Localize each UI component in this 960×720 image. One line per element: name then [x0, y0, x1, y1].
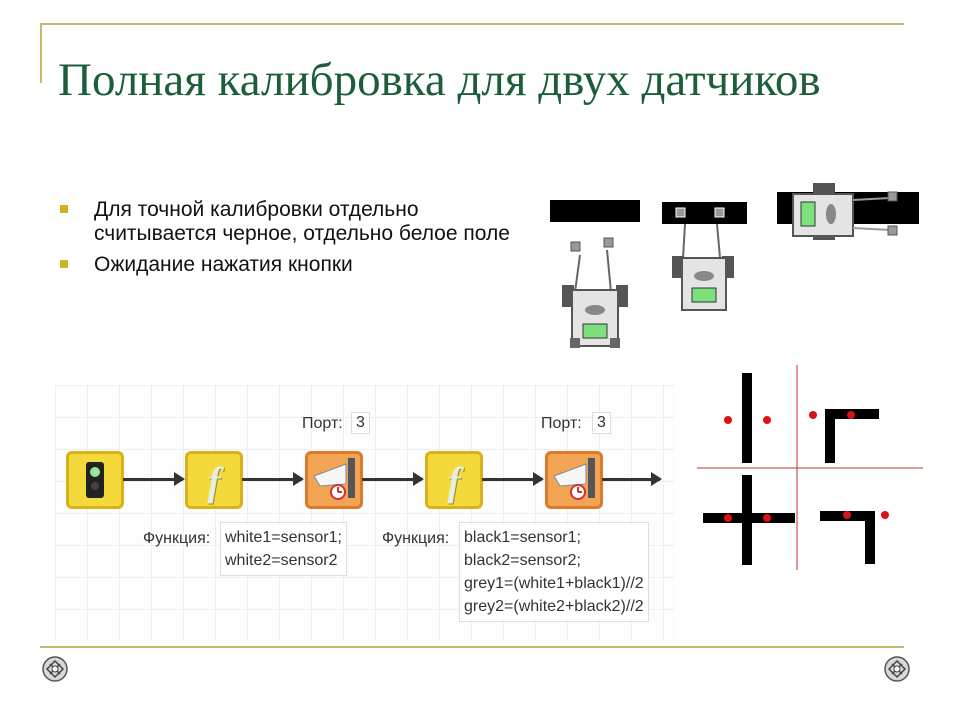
function-f-icon: f: [447, 459, 461, 504]
track-corner-side: [825, 409, 835, 463]
bullet-item: Ожидание нажатия кнопки: [60, 253, 530, 277]
sensor-block-2[interactable]: [545, 451, 603, 509]
bullet-list: Для точной калибровки отдельно считывает…: [60, 198, 530, 284]
sensor-2b: [714, 207, 725, 218]
sensor-dot: [724, 514, 732, 522]
traffic-light-icon: [86, 462, 104, 498]
sensor-1a: [570, 241, 581, 252]
port-value-2[interactable]: 3: [592, 412, 611, 434]
bullet-text: Ожидание нажатия кнопки: [94, 253, 353, 276]
port-label-2: Порт:: [541, 415, 582, 432]
robot-2: [662, 202, 747, 311]
function-f-icon: f: [207, 459, 221, 504]
function-block-2[interactable]: f: [425, 451, 483, 509]
bullet-item: Для точной калибровки отдельно считывает…: [60, 198, 530, 246]
robot-1: [550, 200, 640, 348]
sensor-dot: [763, 416, 771, 424]
port-value-1[interactable]: 3: [351, 412, 370, 434]
slide-frame-left: [40, 23, 42, 83]
function-code-2[interactable]: black1=sensor1; black2=sensor2; grey1=(w…: [459, 522, 649, 622]
port-label-1: Порт:: [302, 415, 343, 432]
track-corner2-side: [865, 511, 875, 564]
start-block[interactable]: [66, 451, 124, 509]
bullet-square-icon: [60, 205, 68, 213]
celtic-knot-icon: [884, 656, 910, 682]
robot-illustrations: [550, 183, 919, 348]
sensor-1b: [603, 237, 614, 248]
bullet-text: Для точной калибровки отдельно считывает…: [94, 198, 510, 245]
function-block-1[interactable]: f: [185, 451, 243, 509]
celtic-knot-icon: [42, 656, 68, 682]
sensor-dot: [881, 511, 889, 519]
sensor-3a: [887, 191, 898, 202]
function-label-1: Функция:: [143, 530, 211, 547]
sensor-dot: [843, 511, 851, 519]
flow-arrow: [123, 472, 185, 486]
intersection-diagrams: [697, 365, 923, 570]
sensor-dot: [847, 411, 855, 419]
function-label-2: Функция:: [382, 530, 450, 547]
sensor-block-1[interactable]: [305, 451, 363, 509]
sensor-read-icon: [553, 458, 595, 500]
slide-frame-bottom: [40, 646, 904, 648]
sensor-3b: [887, 225, 898, 236]
sensor-dot: [763, 514, 771, 522]
flow-arrow: [602, 472, 662, 486]
flow-arrow: [362, 472, 424, 486]
slide-title: Полная калибровка для двух датчиков: [58, 54, 821, 106]
black-line-2: [662, 202, 747, 224]
bullet-square-icon: [60, 260, 68, 268]
robot-screen-1: [582, 323, 608, 339]
black-line-1: [550, 200, 640, 222]
robot-screen-3: [800, 201, 816, 227]
flow-arrow: [242, 472, 304, 486]
function-code-1[interactable]: white1=sensor1; white2=sensor2: [220, 522, 347, 576]
flow-arrow: [482, 472, 544, 486]
slide-frame-top: [40, 23, 904, 25]
sensor-2a: [675, 207, 686, 218]
sensor-dot: [809, 411, 817, 419]
program-diagram: Порт: 3 Порт: 3 f f: [55, 385, 675, 640]
track-vertical: [742, 373, 752, 463]
sensor-read-icon: [313, 458, 355, 500]
robot-3: [777, 183, 919, 240]
robot-screen-2: [691, 287, 717, 303]
sensor-dot: [724, 416, 732, 424]
track-cross-horizontal: [703, 513, 795, 523]
